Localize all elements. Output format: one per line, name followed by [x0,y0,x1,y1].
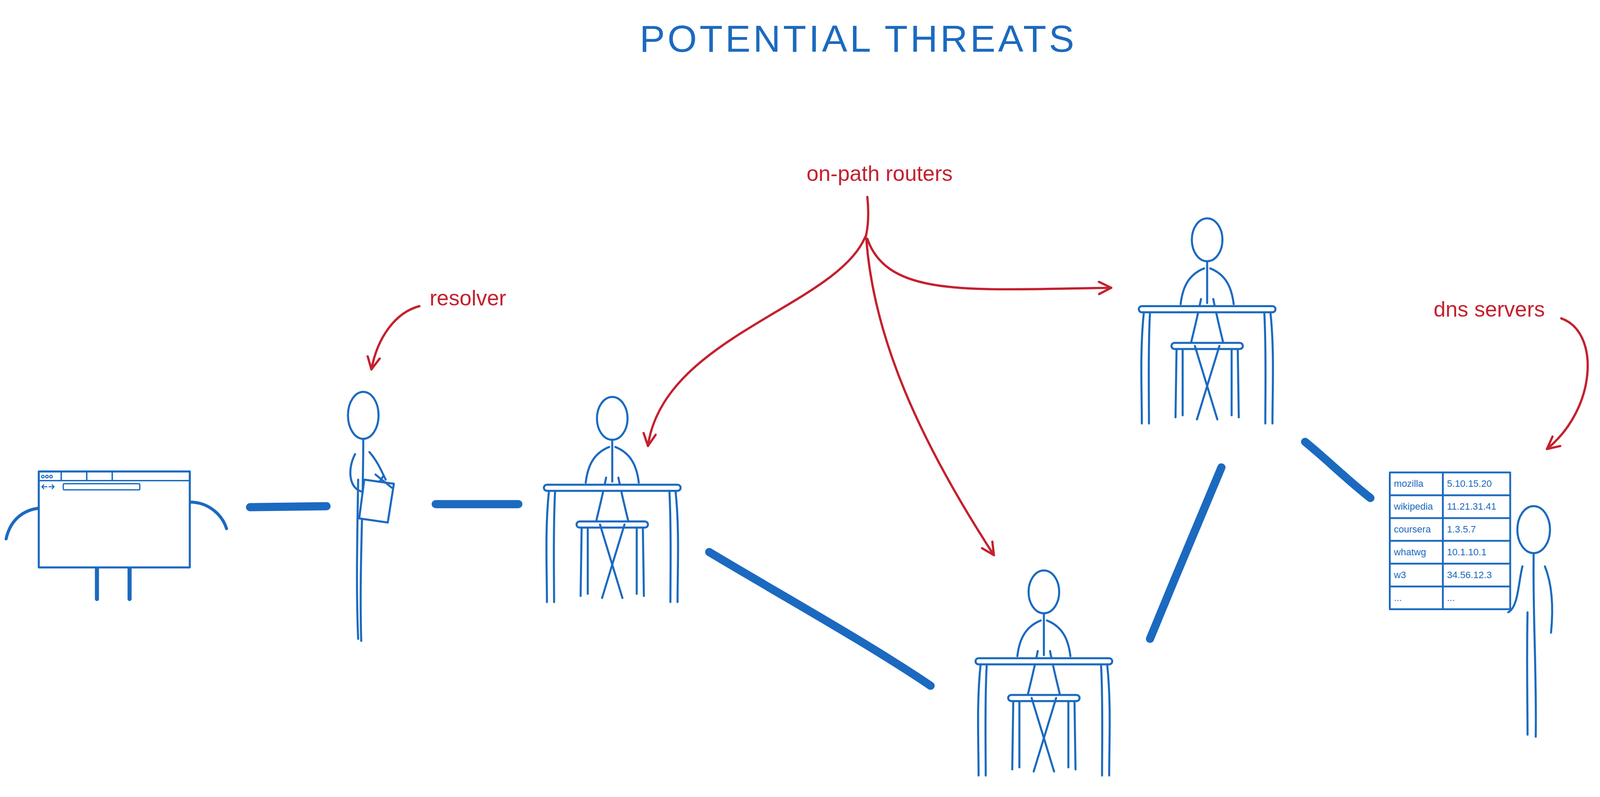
table-cell: 10.1.10.1 [1447,547,1487,558]
table-cell: 34.56.12.3 [1447,569,1492,581]
table-cell: w3 [1394,569,1407,581]
callout-label: on-path routers [806,161,953,186]
callout-label: resolver [429,286,507,310]
table-cell: whatwg [1394,547,1427,558]
diagram-title: POTENTIAL THREATS [639,18,1078,60]
table-cell: ... [1394,592,1402,604]
table-cell: 1.3.5.7 [1447,524,1476,535]
browser-figure [6,471,227,599]
table-cell: ... [1447,592,1455,604]
table-cell: 5.10.15.20 [1447,478,1492,489]
table-cell: coursera [1394,524,1432,535]
network-link [249,442,1371,686]
dns-table [1389,472,1510,610]
table-cell: 11.21.31.41 [1447,501,1497,512]
dns-server-figure [1508,506,1553,737]
table-cell: wikipedia [1394,501,1434,512]
resolver-figure [348,392,395,642]
router-figure [543,218,1276,776]
callout-label: dns servers [1433,297,1545,321]
table-cell: mozilla [1394,478,1424,489]
callout-arrow [371,196,1588,555]
